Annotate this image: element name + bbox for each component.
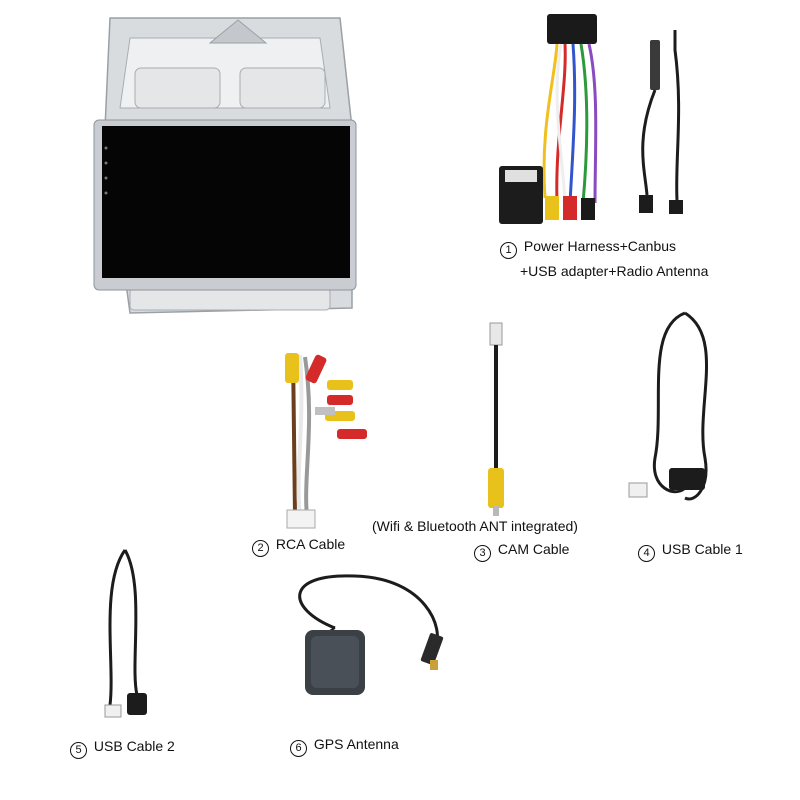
number-badge-1: 1 (500, 242, 517, 259)
power-harness-drawing (499, 14, 598, 224)
head-unit-with-frame (90, 8, 365, 323)
head-unit-drawing (93, 17, 357, 314)
note-wifi-bluetooth: (Wifi & Bluetooth ANT integrated) (372, 518, 578, 534)
rca-cable-image (265, 345, 375, 530)
usb-cable-2-image (95, 545, 165, 720)
label-usb-cable-2: 5 USB Cable 2 (70, 737, 175, 759)
number-badge-6: 6 (290, 740, 307, 757)
number-badge-4: 4 (638, 545, 655, 562)
label-cam-cable: 3 CAM Cable (474, 540, 569, 562)
label-rca-cable: 2 RCA Cable (252, 535, 345, 557)
usb-cable-1-drawing (628, 311, 709, 501)
usb-cable-2-drawing (104, 549, 147, 718)
gps-antenna-drawing (298, 574, 444, 695)
rca-cable-drawing (285, 352, 367, 529)
power-harness-image (495, 8, 615, 228)
label-power-harness: 1 Power Harness+Canbus (500, 237, 676, 259)
label-gps-antenna: 6 GPS Antenna (290, 735, 399, 757)
cam-cable-drawing (488, 322, 504, 516)
number-badge-5: 5 (70, 742, 87, 759)
cam-cable-image (478, 318, 518, 518)
number-badge-3: 3 (474, 545, 491, 562)
radio-antenna-image (625, 30, 695, 220)
usb-cable-1-image (625, 308, 725, 513)
label-power-harness-line1: Power Harness+Canbus (523, 238, 677, 254)
label-usb-cable-1: 4 USB Cable 1 (638, 540, 743, 562)
radio-antenna-drawing (639, 30, 683, 214)
label-power-harness-line2: +USB adapter+Radio Antenna (520, 263, 709, 279)
number-badge-2: 2 (252, 540, 269, 557)
gps-antenna-image (275, 568, 470, 723)
